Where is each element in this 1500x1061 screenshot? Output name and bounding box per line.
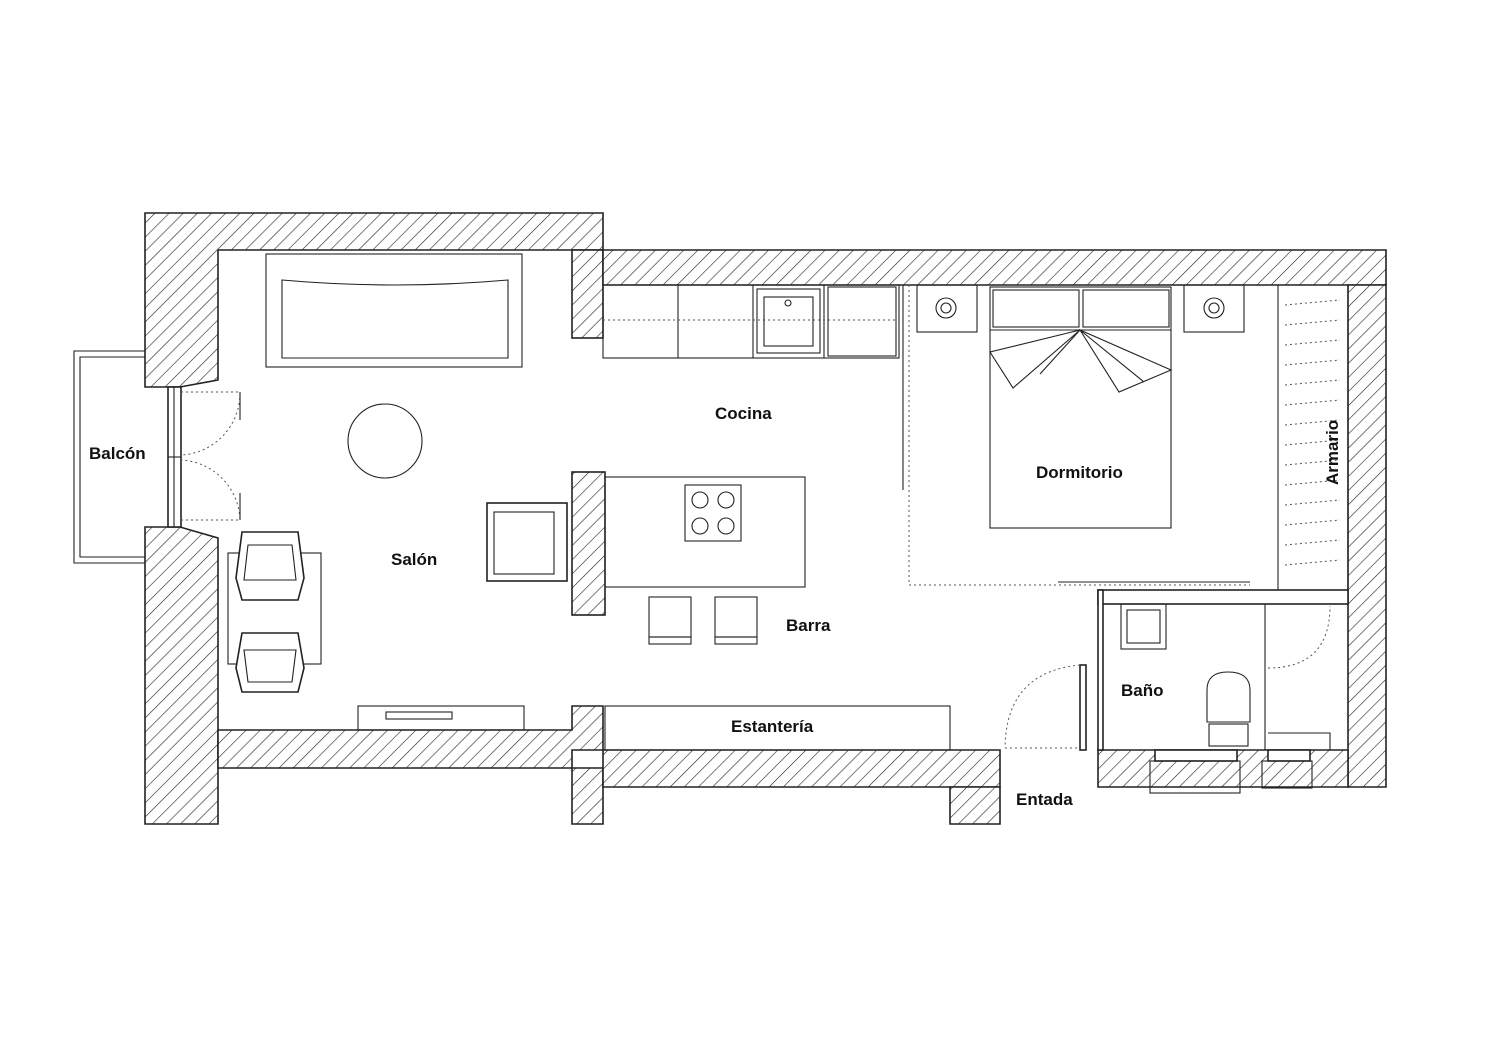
- wall-bottom-middle: [602, 749, 1001, 788]
- label-salon: Salón: [391, 550, 437, 569]
- walls: [144, 212, 1387, 825]
- label-armario: Armario: [1323, 420, 1342, 485]
- toilet: [1206, 671, 1251, 747]
- bath-sink: [1120, 603, 1167, 650]
- kitchen-island: [604, 476, 806, 588]
- wall-top-left: [144, 212, 604, 388]
- wardrobe: [1277, 285, 1349, 591]
- sofa: [265, 253, 523, 368]
- armchair-bar: [486, 502, 568, 582]
- sink: [756, 288, 821, 354]
- bar-stool-1: [648, 596, 692, 645]
- nightstand-right: [1183, 284, 1245, 333]
- bar-stool-2: [714, 596, 758, 645]
- bathroom: [1004, 589, 1349, 794]
- kitchen: [602, 284, 951, 751]
- label-bano: Baño: [1121, 681, 1164, 700]
- wall-left-lower: [144, 526, 219, 825]
- label-balcon: Balcón: [89, 444, 146, 463]
- label-dormitorio: Dormitorio: [1036, 463, 1123, 482]
- wall-pillar-top: [571, 249, 604, 339]
- armchair-top: [235, 531, 305, 601]
- label-estanteria: Estantería: [731, 717, 814, 736]
- kitchen-counter: [602, 284, 900, 359]
- balcony: [73, 350, 241, 564]
- wall-bottom-pillar: [571, 767, 604, 825]
- bedroom: [902, 284, 1349, 591]
- wall-top-right: [602, 249, 1387, 286]
- salon-furniture: [227, 253, 568, 731]
- bath-windows: [1149, 749, 1313, 794]
- label-entrada: Entada: [1016, 790, 1073, 809]
- bed: [989, 286, 1173, 529]
- wall-right: [1347, 284, 1387, 788]
- round-table: [347, 403, 423, 479]
- shelving-unit: [604, 705, 951, 751]
- wall-bar-pillar: [571, 471, 606, 616]
- armchair-bottom: [235, 632, 305, 693]
- label-cocina: Cocina: [715, 404, 772, 423]
- nightstand-left: [916, 284, 978, 333]
- room-labels: Balcón Cocina Dormitorio Armario Salón B…: [89, 404, 1342, 809]
- cooktop: [684, 484, 742, 542]
- label-barra: Barra: [786, 616, 831, 635]
- tv-unit: [357, 705, 525, 731]
- wall-entrance-pillar: [949, 786, 1001, 825]
- wall-bottom-left: [217, 705, 604, 769]
